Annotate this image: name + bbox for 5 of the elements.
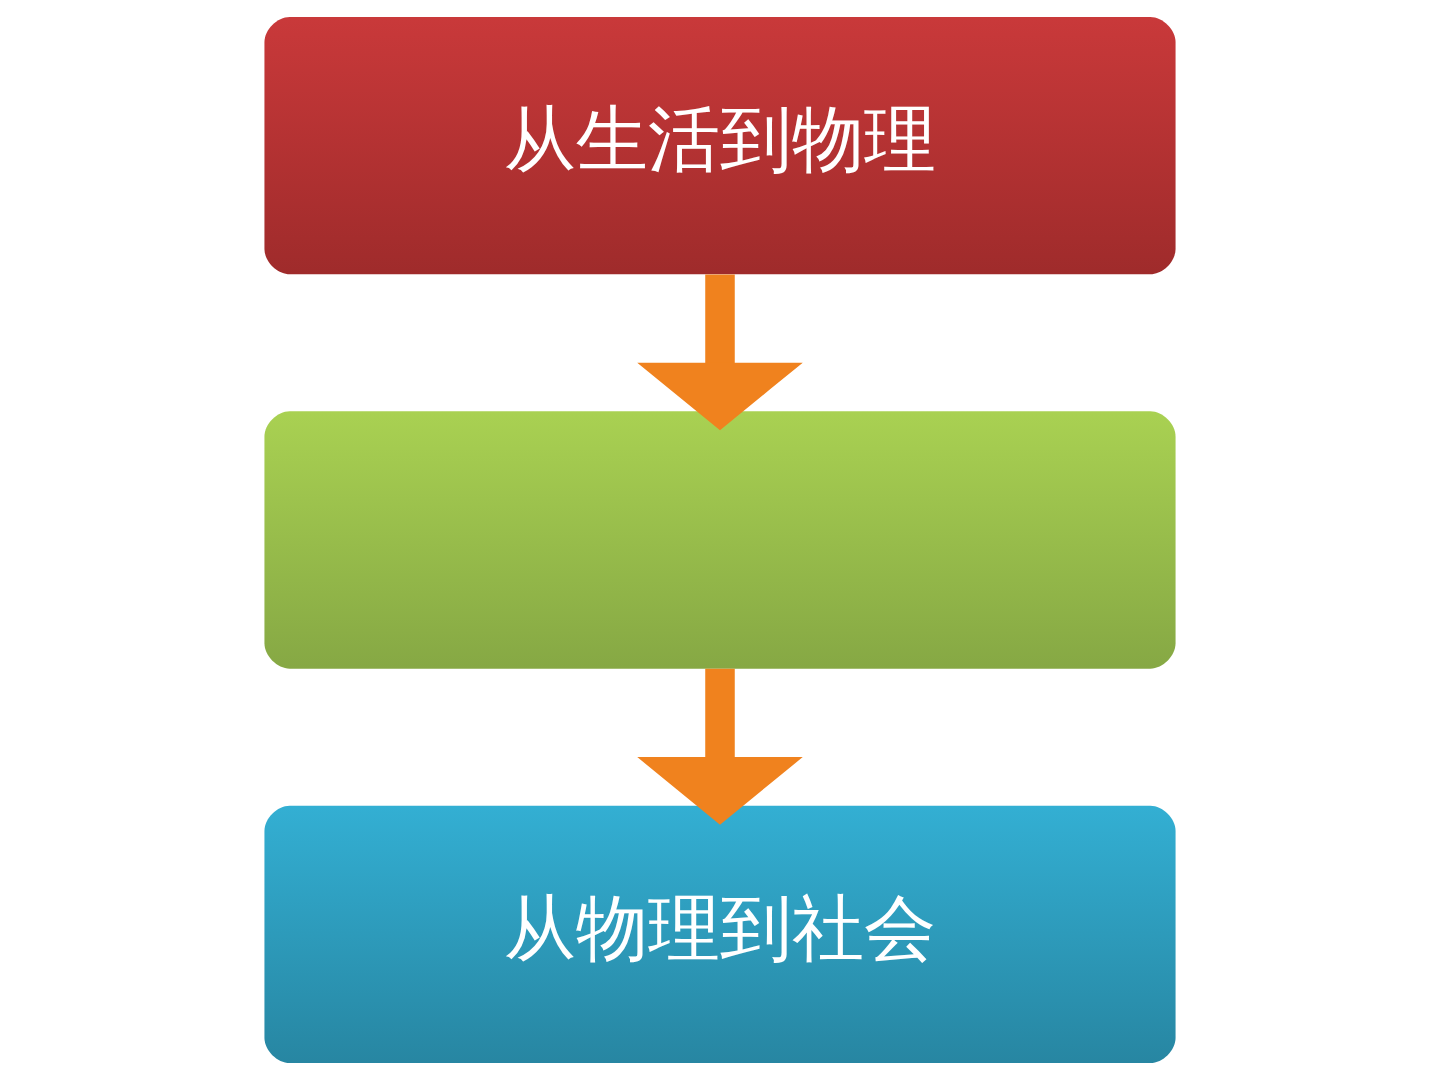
node-box: 从物理到社会	[264, 805, 1176, 1064]
arrow	[637, 668, 803, 825]
arrow	[637, 274, 803, 431]
node-box: 从生活到物理	[264, 16, 1176, 275]
node-box	[264, 411, 1176, 669]
